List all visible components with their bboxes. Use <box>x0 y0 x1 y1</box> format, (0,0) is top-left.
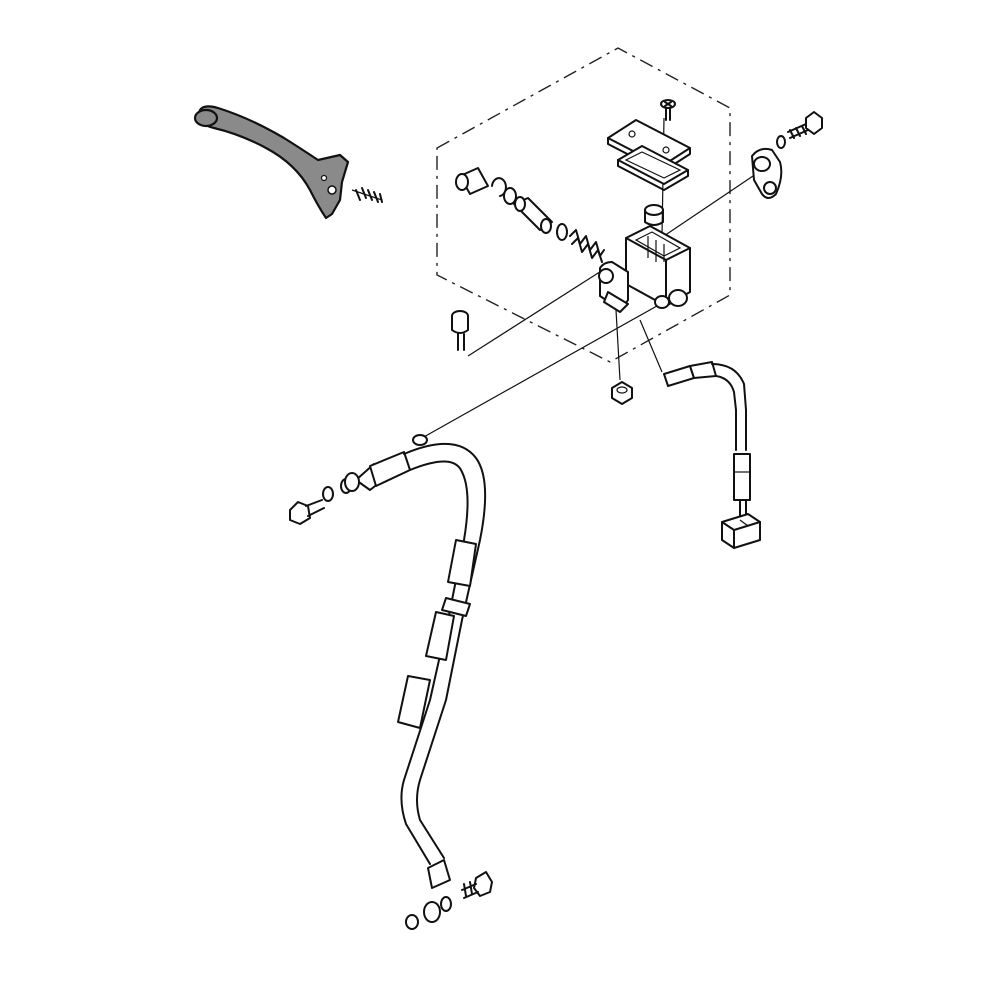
reservoir-diaphragm <box>617 145 689 191</box>
pivot-nut <box>611 381 633 405</box>
reservoir-cap <box>607 119 691 173</box>
master-cylinder-cap-screw <box>660 99 676 121</box>
assembly-boundary <box>436 47 731 363</box>
brake-light-switch <box>663 361 751 519</box>
leader-lines <box>351 117 757 439</box>
clamp-washer <box>776 135 786 149</box>
switch-wire-connector <box>721 513 761 549</box>
lower-banjo-bolt <box>461 871 493 899</box>
master-cylinder-body <box>598 225 691 313</box>
snap-ring <box>491 177 517 205</box>
reservoir-float <box>644 204 664 226</box>
clamp-bolt <box>787 111 823 139</box>
brake-hose <box>344 443 487 923</box>
handlebar-clamp <box>751 147 783 199</box>
lower-sealing-washer <box>405 896 452 930</box>
piston-boot <box>455 167 489 195</box>
lever-pivot-bolt <box>451 310 469 351</box>
cup <box>556 223 568 241</box>
lever-pivot-spring <box>355 187 383 203</box>
piston <box>513 196 553 234</box>
return-spring <box>569 229 605 263</box>
hose-guide <box>441 597 471 617</box>
brake-lever <box>193 105 350 220</box>
upper-banjo-bolt <box>289 499 325 525</box>
